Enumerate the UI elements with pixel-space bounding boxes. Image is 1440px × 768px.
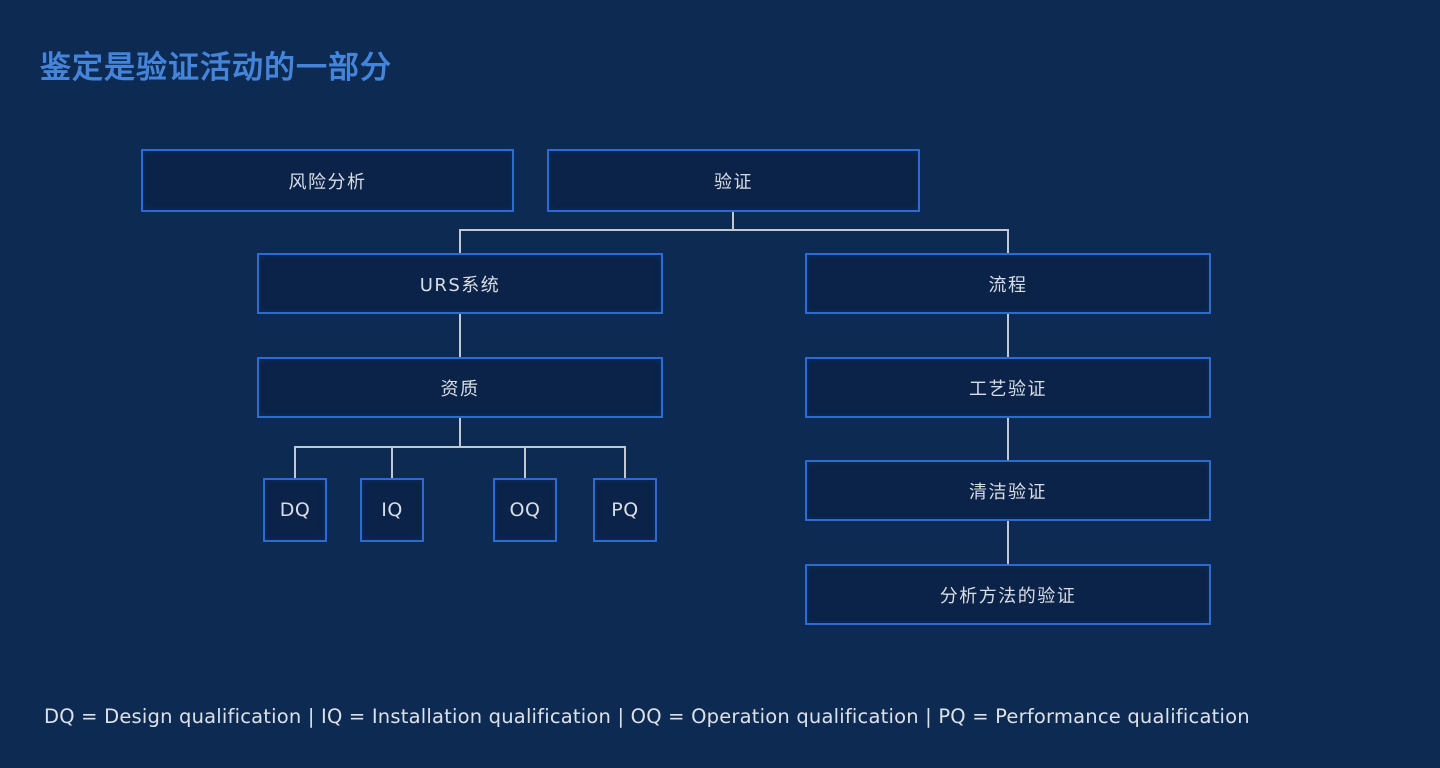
node-iq: IQ	[360, 478, 424, 542]
node-cleaning-validation: 清洁验证	[805, 460, 1211, 521]
connector-validation-stub	[732, 212, 734, 231]
connector-process-to-processvalidation	[1007, 314, 1009, 357]
connector-to-iq	[391, 446, 393, 478]
node-risk-analysis: 风险分析	[141, 149, 514, 212]
node-process: 流程	[805, 253, 1211, 314]
connector-qualification-horizontal	[294, 446, 626, 448]
connector-to-oq	[524, 446, 526, 478]
node-process-validation: 工艺验证	[805, 357, 1211, 418]
node-dq: DQ	[263, 478, 327, 542]
connector-processvalidation-to-cleaningvalidation	[1007, 418, 1009, 460]
connector-urs-to-qualification	[459, 314, 461, 357]
connector-to-dq	[294, 446, 296, 478]
connector-validation-to-urs	[459, 229, 461, 253]
node-analytical-method-validation: 分析方法的验证	[805, 564, 1211, 625]
node-qualification: 资质	[257, 357, 663, 418]
connector-qualification-stub	[459, 418, 461, 448]
node-urs-system: URS系统	[257, 253, 663, 314]
connector-validation-to-process	[1007, 229, 1009, 253]
legend-footer: DQ = Design qualification | IQ = Install…	[44, 705, 1250, 728]
connector-cleaningvalidation-to-analyticalvalidation	[1007, 521, 1009, 564]
connector-validation-horizontal	[459, 229, 1009, 231]
node-pq: PQ	[593, 478, 657, 542]
connector-to-pq	[624, 446, 626, 478]
page-title: 鉴定是验证活动的一部分	[40, 50, 392, 86]
node-oq: OQ	[493, 478, 557, 542]
node-validation: 验证	[547, 149, 920, 212]
